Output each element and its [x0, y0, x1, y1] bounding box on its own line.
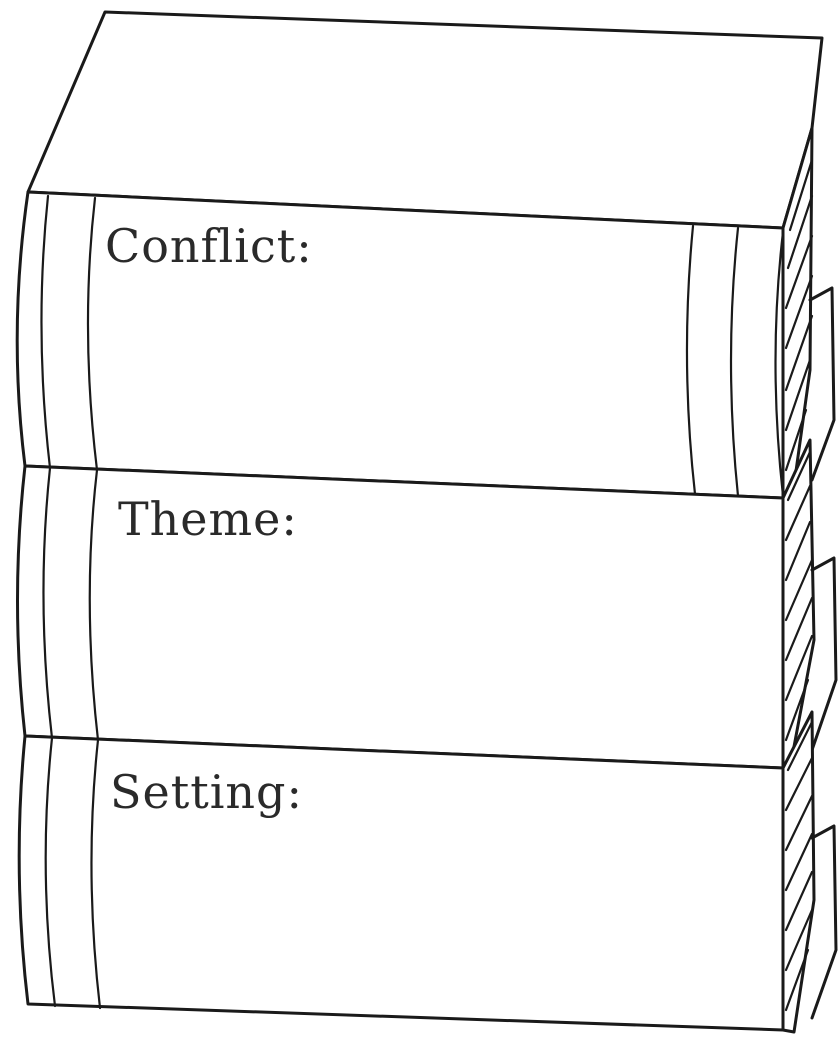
- book-label-conflict: Conflict:: [105, 219, 313, 273]
- book-label-setting: Setting:: [110, 765, 303, 819]
- top-book-cover: [28, 12, 822, 228]
- book-label-theme: Theme:: [118, 492, 298, 546]
